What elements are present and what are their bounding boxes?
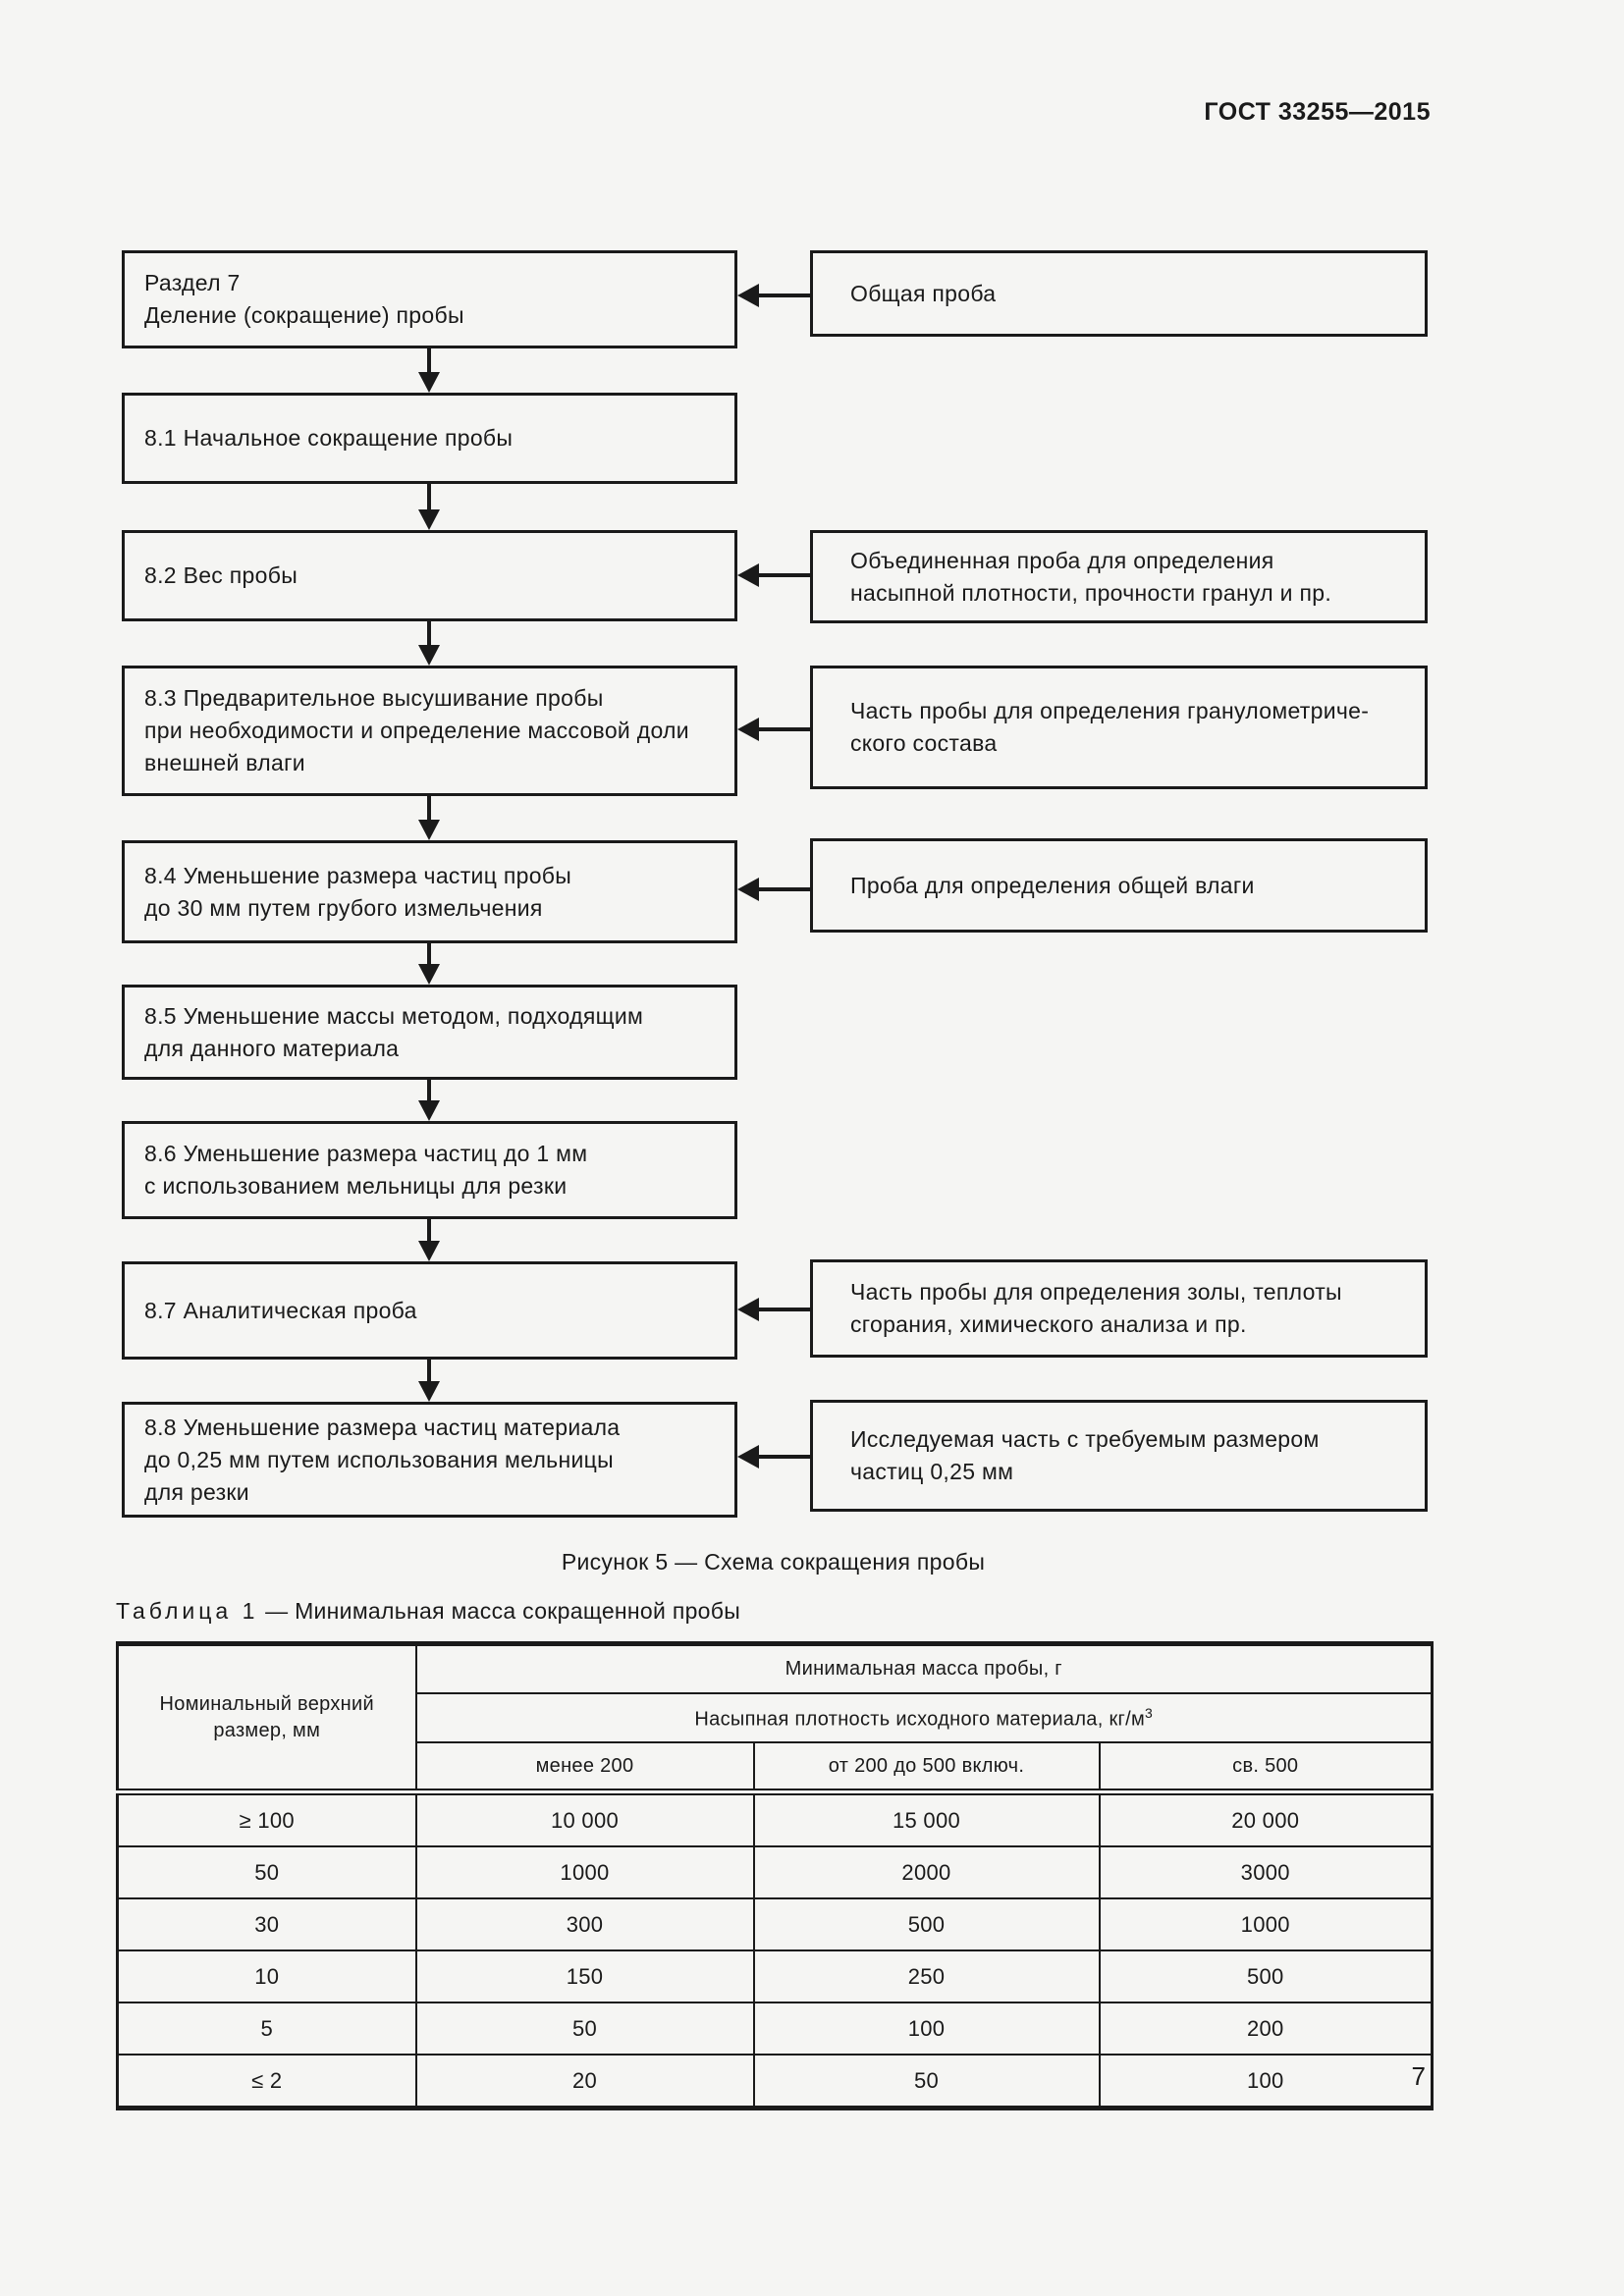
cell-value: 50 bbox=[414, 2002, 755, 2056]
table-label: Таблица 1 bbox=[116, 1598, 259, 1624]
left-arrow-icon bbox=[737, 1298, 810, 1321]
flowchart-step-box-8-2: 8.2 Вес пробы bbox=[122, 530, 737, 621]
flowchart-step-box-8-7: 8.7 Аналитическая проба bbox=[122, 1261, 737, 1360]
doc-code: ГОСТ 33255—2015 bbox=[1204, 98, 1431, 126]
table-row: ≤ 2 20 50 100 bbox=[116, 2054, 1434, 2109]
table-header-lt200: менее 200 bbox=[414, 1741, 755, 1795]
table-header-min-mass: Минимальная масса пробы, г bbox=[414, 1642, 1434, 1694]
cell-value: 2000 bbox=[752, 1845, 1101, 1899]
left-arrow-icon bbox=[737, 878, 810, 901]
cell-value: 20 bbox=[414, 2054, 755, 2109]
cell-value: 150 bbox=[414, 1949, 755, 2003]
flowchart-input-box-granulometric: Часть пробы для определения гранулометри… bbox=[810, 666, 1428, 789]
down-arrow-icon bbox=[418, 796, 440, 840]
flowchart-step-box-8-1: 8.1 Начальное сокращение пробы bbox=[122, 393, 737, 484]
table-row: ≥ 100 10 000 15 000 20 000 bbox=[116, 1790, 1434, 1847]
down-arrow-icon bbox=[418, 1219, 440, 1261]
cell-value: 15 000 bbox=[752, 1790, 1101, 1847]
table-header-gt500: св. 500 bbox=[1098, 1741, 1434, 1795]
cell-size: ≤ 2 bbox=[116, 2054, 417, 2109]
cell-value: 100 bbox=[1098, 2054, 1434, 2109]
cell-value: 1000 bbox=[414, 1845, 755, 1899]
cell-value: 500 bbox=[1098, 1949, 1434, 2003]
left-arrow-icon bbox=[737, 718, 810, 741]
cell-value: 300 bbox=[414, 1897, 755, 1951]
cell-value: 250 bbox=[752, 1949, 1101, 2003]
cell-value: 500 bbox=[752, 1897, 1101, 1951]
cell-size: ≥ 100 bbox=[116, 1790, 417, 1847]
table-row: 50 1000 2000 3000 bbox=[116, 1845, 1434, 1899]
flowchart-step-box-8-5: 8.5 Уменьшение массы методом, подходящим… bbox=[122, 985, 737, 1080]
cell-size: 50 bbox=[116, 1845, 417, 1899]
flowchart-input-box-total-sample: Общая проба bbox=[810, 250, 1428, 337]
flowchart-input-box-test-portion: Исследуемая часть с требуемым размером ч… bbox=[810, 1400, 1428, 1512]
flowchart-step-box-8-8: 8.8 Уменьшение размера частиц материала … bbox=[122, 1402, 737, 1518]
table-row: 30 300 500 1000 bbox=[116, 1897, 1434, 1951]
table-header-nominal-size: Номинальный верхний размер, мм bbox=[116, 1642, 417, 1795]
down-arrow-icon bbox=[418, 943, 440, 985]
flowchart-step-box-8-3: 8.3 Предварительное высушивание пробы пр… bbox=[122, 666, 737, 796]
flowchart-step-box-8-6: 8.6 Уменьшение размера частиц до 1 мм с … bbox=[122, 1121, 737, 1219]
down-arrow-icon bbox=[418, 348, 440, 393]
table-title-text: — Минимальная масса сокращенной пробы bbox=[265, 1598, 741, 1624]
flowchart-input-box-total-moisture: Проба для определения общей влаги bbox=[810, 838, 1428, 933]
cell-value: 10 000 bbox=[414, 1790, 755, 1847]
down-arrow-icon bbox=[418, 1080, 440, 1121]
bulk-density-superscript: 3 bbox=[1145, 1704, 1154, 1721]
down-arrow-icon bbox=[418, 621, 440, 666]
sample-mass-table: Номинальный верхний размер, мм Минимальн… bbox=[116, 1641, 1435, 2110]
cell-value: 50 bbox=[752, 2054, 1101, 2109]
flowchart-step-box-section7: Раздел 7 Деление (сокращение) пробы bbox=[122, 250, 737, 348]
table-title: Таблица 1 — Минимальная масса сокращенно… bbox=[116, 1598, 740, 1625]
cell-value: 20 000 bbox=[1098, 1790, 1434, 1847]
cell-value: 1000 bbox=[1098, 1897, 1434, 1951]
left-arrow-icon bbox=[737, 563, 810, 587]
cell-value: 100 bbox=[752, 2002, 1101, 2056]
cell-size: 10 bbox=[116, 1949, 417, 2003]
table-header-bulk-density: Насыпная плотность исходного материала, … bbox=[414, 1692, 1434, 1743]
table-row: 5 50 100 200 bbox=[116, 2002, 1434, 2056]
table-header-200to500: от 200 до 500 включ. bbox=[752, 1741, 1101, 1795]
down-arrow-icon bbox=[418, 1360, 440, 1402]
left-arrow-icon bbox=[737, 284, 810, 307]
table-header-row-1: Номинальный верхний размер, мм Минимальн… bbox=[116, 1642, 1434, 1795]
cell-size: 5 bbox=[116, 2002, 417, 2056]
flowchart-step-box-8-4: 8.4 Уменьшение размера частиц пробы до 3… bbox=[122, 840, 737, 943]
table-header-row-3: менее 200 от 200 до 500 включ. св. 500 bbox=[118, 1741, 1434, 1795]
left-arrow-icon bbox=[737, 1445, 810, 1468]
down-arrow-icon bbox=[418, 484, 440, 530]
table-header-row-2: Насыпная плотность исходного материала, … bbox=[118, 1692, 1434, 1743]
cell-value: 200 bbox=[1098, 2002, 1434, 2056]
flowchart-input-box-combined-sample: Объединенная проба для определения насып… bbox=[810, 530, 1428, 623]
bulk-density-label: Насыпная плотность исходного материала, … bbox=[694, 1708, 1145, 1731]
table-row: 10 150 250 500 bbox=[116, 1949, 1434, 2003]
cell-size: 30 bbox=[116, 1897, 417, 1951]
figure-caption: Рисунок 5 — Схема сокращения пробы bbox=[561, 1549, 986, 1575]
cell-value: 3000 bbox=[1098, 1845, 1434, 1899]
flowchart-input-box-ash-analysis: Часть пробы для определения золы, теплот… bbox=[810, 1259, 1428, 1358]
page-number: 7 bbox=[1411, 2061, 1426, 2091]
